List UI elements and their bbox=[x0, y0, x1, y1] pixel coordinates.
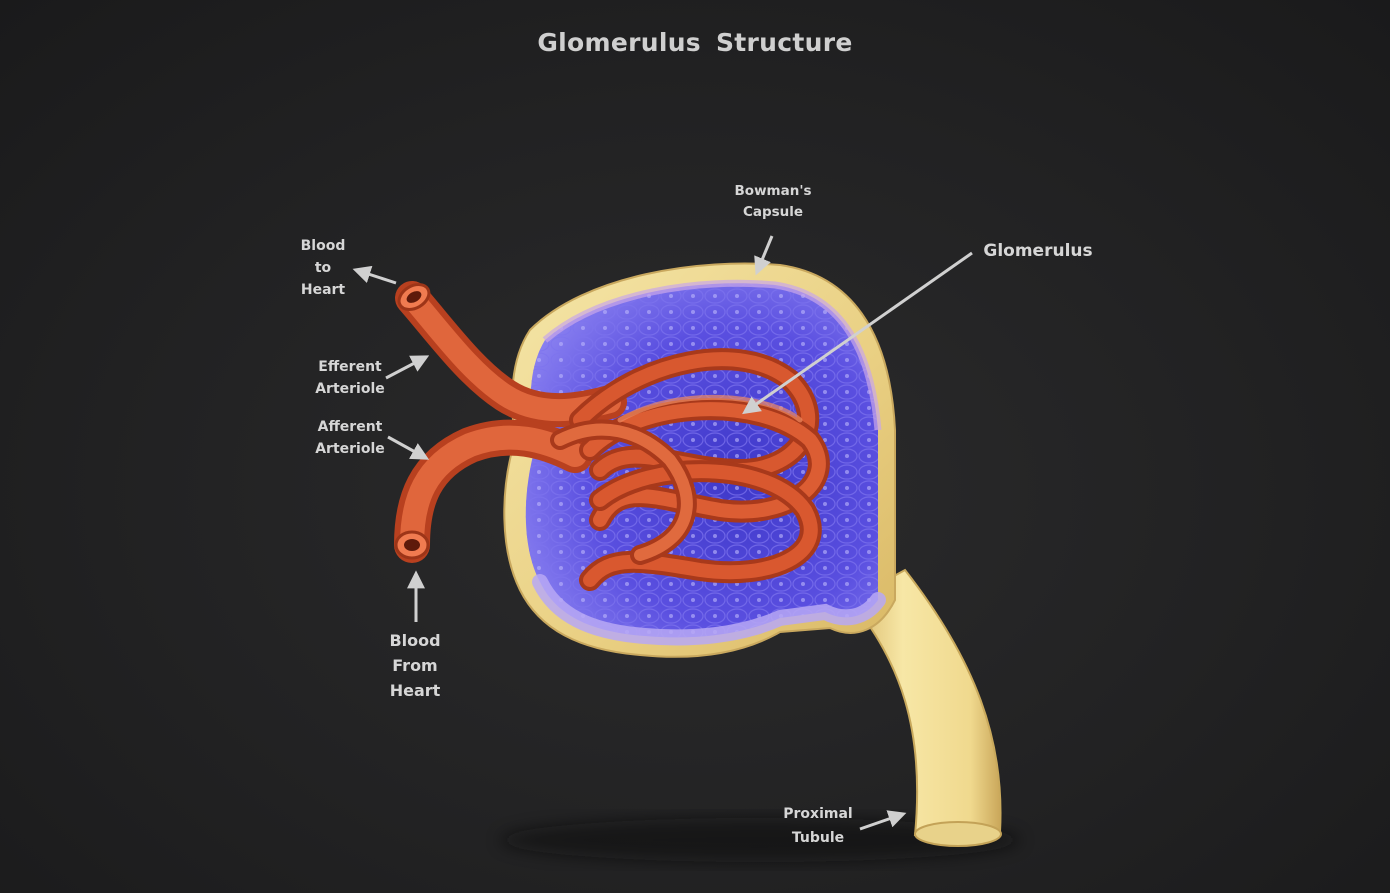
upper-cell-ring bbox=[542, 279, 882, 431]
label-bowmans-capsule: Bowman's Capsule bbox=[734, 183, 812, 220]
afferent-lumen bbox=[404, 539, 420, 551]
basal-cell-ring bbox=[532, 574, 886, 646]
label-blood-from-heart: Blood From Heart bbox=[389, 631, 441, 700]
arrow-glomerulus bbox=[742, 251, 973, 415]
arrow-bowmans-capsule bbox=[754, 235, 774, 276]
label-efferent-arteriole: Efferent Arteriole bbox=[315, 359, 385, 397]
arrow-efferent bbox=[385, 355, 430, 380]
pointer-arrows bbox=[352, 235, 973, 831]
label-blood-to-heart: Blood to Heart bbox=[300, 238, 346, 298]
label-proximal-tubule: Proximal Tubule bbox=[783, 806, 853, 846]
ground-shadow bbox=[500, 818, 1020, 862]
capillary-tuft bbox=[550, 348, 830, 591]
label-glomerulus: Glomerulus bbox=[983, 241, 1093, 261]
efferent-lumen bbox=[406, 291, 422, 303]
arrow-afferent bbox=[387, 435, 430, 460]
diagram-title: Glomerulus Structure bbox=[537, 28, 853, 57]
label-afferent-arteriole: Afferent Arteriole bbox=[315, 419, 385, 457]
tubule-opening bbox=[914, 821, 1002, 847]
afferent-arteriole-highlight bbox=[400, 425, 587, 557]
arrow-blood-to-heart bbox=[352, 265, 397, 285]
arrow-proximal-tubule bbox=[859, 810, 907, 831]
